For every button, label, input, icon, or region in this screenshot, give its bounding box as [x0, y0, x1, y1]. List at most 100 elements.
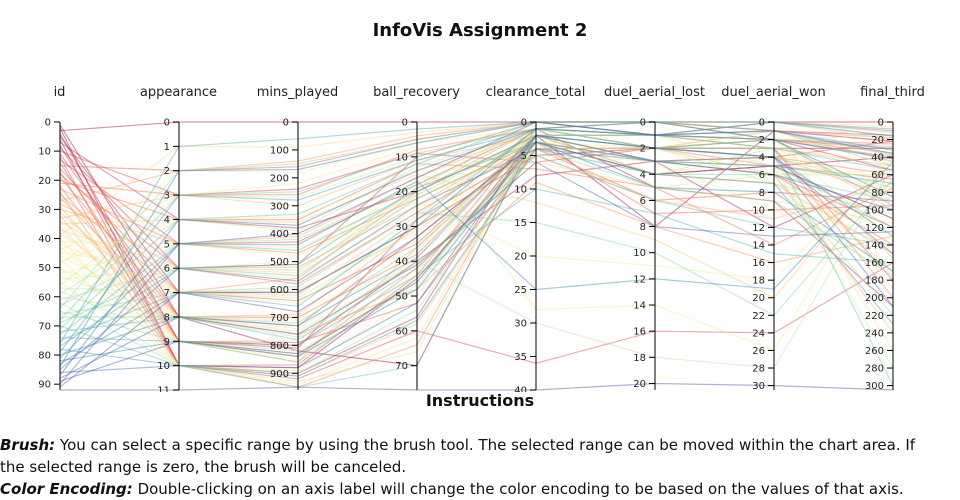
record-line — [59, 134, 894, 356]
record-line — [59, 144, 894, 349]
axis-label-final_third[interactable]: final_third — [860, 85, 925, 100]
record-line — [59, 134, 894, 219]
color-encoding-instruction: Color Encoding: Double-clicking on an ax… — [0, 478, 940, 500]
axis-label-mins_played[interactable]: mins_played — [257, 85, 339, 100]
record-line — [59, 134, 894, 336]
tick-label: 20 — [38, 176, 51, 187]
tick-label: 90 — [38, 380, 51, 391]
color-encoding-instruction-text: Double-clicking on an axis label will ch… — [132, 480, 904, 498]
tick-label: 18 — [633, 353, 646, 364]
record-line — [59, 134, 894, 305]
tick-label: 35 — [514, 352, 527, 363]
tick-label: 20 — [395, 187, 408, 198]
record-line — [59, 165, 894, 369]
record-line — [59, 121, 894, 172]
axis-duel_aerial_won[interactable]: 024681012141618202224262830duel_aerial_w… — [721, 85, 825, 392]
tick-label: 6 — [164, 264, 170, 275]
axis-label-clearance_total[interactable]: clearance_total — [486, 85, 586, 100]
page-title: InfoVis Assignment 2 — [372, 20, 588, 41]
brush-instruction-text: You can select a specific range by using… — [0, 436, 916, 476]
tick-label: 7 — [164, 288, 170, 299]
record-line — [59, 141, 894, 347]
tick-label: 50 — [395, 292, 408, 303]
record-line — [59, 134, 894, 386]
tick-label: 200 — [270, 173, 289, 184]
record-line — [59, 127, 894, 374]
tick-label: 3 — [164, 191, 170, 202]
tick-label: 2 — [164, 166, 170, 177]
record-line — [59, 121, 894, 237]
tick-label: 0 — [402, 118, 408, 129]
record-line — [59, 121, 894, 376]
tick-label: 14 — [752, 241, 765, 252]
tick-label: 20 — [871, 135, 884, 146]
tick-label: 0 — [164, 118, 170, 129]
tick-label: 160 — [865, 258, 884, 269]
record-line — [59, 156, 894, 380]
record-line — [59, 156, 894, 299]
record-line — [59, 128, 894, 372]
tick-label: 0 — [283, 118, 289, 129]
tick-label: 10 — [752, 205, 765, 216]
tick-label: 100 — [865, 205, 884, 216]
axis-label-id[interactable]: id — [54, 85, 66, 100]
record-line — [59, 128, 894, 294]
axis-label-duel_aerial_lost[interactable]: duel_aerial_lost — [604, 85, 705, 100]
record-line — [59, 148, 894, 342]
record-line — [59, 121, 894, 286]
axis-final_third[interactable]: 0204060801001201401601802002202402602803… — [860, 85, 925, 392]
brush-instruction-label: Brush: — [0, 436, 56, 454]
record-line — [59, 121, 894, 368]
tick-label: 2 — [759, 135, 765, 146]
tick-label: 12 — [752, 223, 765, 234]
record-line — [59, 154, 894, 360]
record-line — [59, 128, 894, 367]
record-line — [59, 121, 894, 202]
tick-label: 140 — [865, 241, 884, 252]
parallel-coordinates-chart[interactable]: 0102030405060708090id01234567891011appea… — [0, 0, 960, 392]
tick-label: 30 — [752, 381, 765, 392]
tick-label: 16 — [752, 258, 765, 269]
record-line — [59, 133, 894, 346]
record-line — [59, 121, 894, 344]
record-line — [59, 121, 894, 385]
tick-label: 60 — [38, 292, 51, 303]
tick-label: 16 — [633, 327, 646, 338]
tick-label: 12 — [633, 274, 646, 285]
tick-label: 4 — [759, 153, 765, 164]
tick-label: 280 — [865, 364, 884, 375]
record-line — [59, 127, 894, 369]
record-line — [59, 134, 894, 374]
record-line — [59, 134, 894, 319]
tick-label: 5 — [164, 239, 170, 250]
record-line — [59, 147, 894, 299]
record-line — [59, 188, 894, 346]
tick-label: 50 — [38, 263, 51, 274]
tick-label: 18 — [752, 276, 765, 287]
record-line — [59, 134, 894, 382]
axis-label-duel_aerial_won[interactable]: duel_aerial_won — [721, 85, 825, 100]
tick-label: 40 — [38, 234, 51, 245]
tick-label: 4 — [640, 170, 646, 181]
tick-label: 300 — [270, 201, 289, 212]
record-line — [59, 147, 894, 344]
axis-label-ball_recovery[interactable]: ball_recovery — [373, 85, 460, 100]
record-line — [59, 141, 894, 321]
tick-label: 200 — [865, 293, 884, 304]
color-encoding-instruction-label: Color Encoding: — [0, 480, 133, 498]
record-line — [59, 141, 894, 388]
tick-label: 8 — [164, 312, 170, 323]
record-line — [59, 141, 894, 363]
record-line — [59, 141, 894, 254]
record-line — [59, 124, 894, 367]
tick-label: 80 — [871, 188, 884, 199]
brush-instruction: Brush: You can select a specific range b… — [0, 434, 940, 478]
axis-label-appearance[interactable]: appearance — [140, 85, 217, 100]
record-line — [59, 134, 894, 269]
